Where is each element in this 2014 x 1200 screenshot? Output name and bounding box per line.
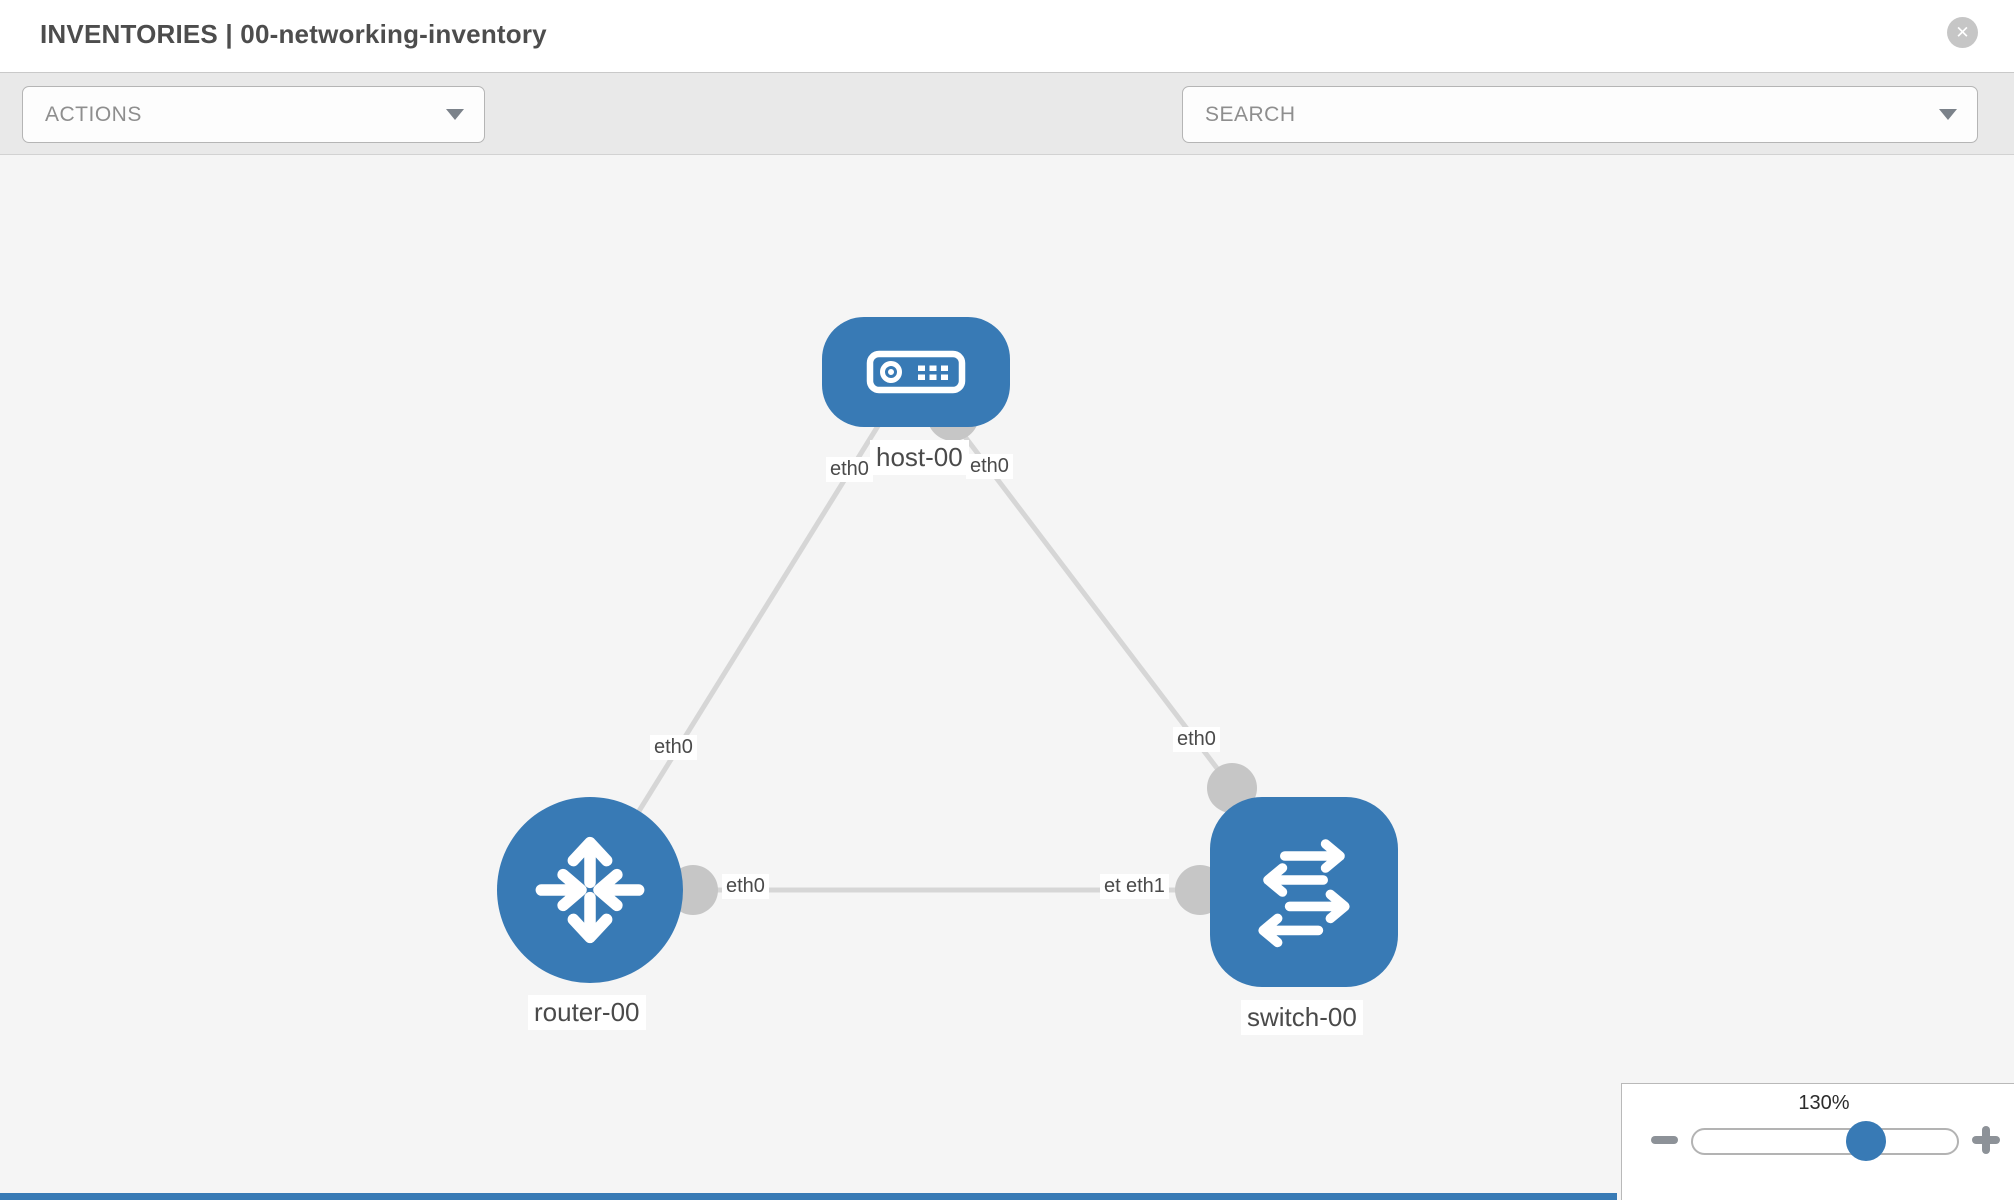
node-label-router: router-00 [528,995,646,1030]
chevron-down-icon [446,109,464,120]
close-button[interactable]: ✕ [1947,17,1978,48]
iface-label-router-eth0: eth0 [722,874,769,899]
search-placeholder: SEARCH [1205,102,1296,126]
node-switch-00[interactable] [1210,797,1398,987]
iface-label-router-uplink-eth0: eth0 [650,735,697,760]
header: INVENTORIES | 00-networking-inventory ✕ [0,0,2014,72]
page-title: INVENTORIES | 00-networking-inventory [40,19,547,49]
node-host-00[interactable] [822,317,1010,427]
iface-label-host-eth0-right: eth0 [966,454,1013,479]
actions-dropdown[interactable]: ACTIONS [22,86,485,143]
node-label-host: host-00 [870,440,969,475]
zoom-out-button[interactable] [1651,1136,1678,1144]
host-icon [866,350,966,394]
node-router-00[interactable] [497,797,683,983]
zoom-level-value: 130% [1798,1092,1850,1114]
iface-label-host-eth0-left: eth0 [826,457,873,482]
iface-label-switch-eth1: eth1 [1122,874,1169,899]
bottom-accent-bar [0,1193,1617,1200]
switch-icon [1258,839,1350,948]
chevron-down-icon [1939,109,1957,120]
zoom-in-button[interactable] [1972,1126,2000,1154]
node-label-switch: switch-00 [1241,1000,1363,1035]
zoom-slider-thumb[interactable] [1846,1121,1886,1161]
toolbar: ACTIONS SEARCH [0,72,2014,204]
close-icon: ✕ [1955,22,1970,42]
zoom-control-panel: 130% [1621,1083,2014,1200]
iface-label-switch-uplink-eth0: eth0 [1173,727,1220,752]
topology-canvas[interactable]: host-00 router-00 switch-00 eth0 eth0 et… [0,155,2014,1200]
actions-dropdown-label: ACTIONS [45,102,142,126]
zoom-slider-track[interactable] [1691,1121,1959,1161]
topology-links [587,389,1257,915]
search-dropdown[interactable]: SEARCH [1182,86,1978,143]
router-icon [535,836,645,944]
